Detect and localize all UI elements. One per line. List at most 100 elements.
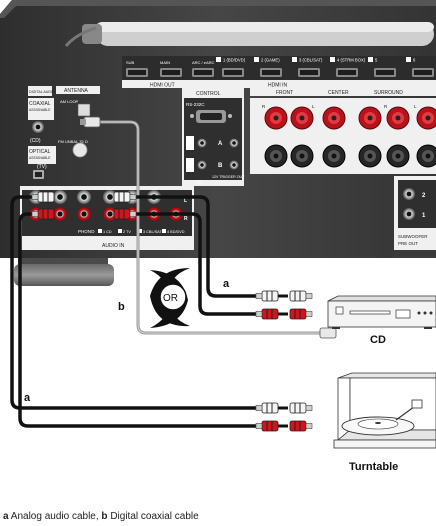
front-label: FRONT (276, 90, 293, 96)
audio-in-port-label: 2 TV (123, 230, 131, 234)
audio-in-jack-l[interactable] (53, 190, 67, 204)
cd-analog-cable-white (130, 195, 262, 298)
turntable: Turntable (333, 372, 436, 473)
fm-unbal-label: FM UNBAL 75 Ω (58, 139, 88, 144)
audio-in-jack-l[interactable] (77, 190, 91, 204)
cd-player: CD (327, 295, 436, 346)
optical-assignable-label: ASSIGNABLE (29, 156, 51, 160)
hdmi-out-arc-label: ARC / eARC (192, 60, 215, 65)
rca-plug (261, 308, 279, 320)
hdmi-section: SUB MAIN ARC / eARC HDMI OUT 1 (BD/DVD) 2… (122, 56, 436, 89)
rca-plug (289, 308, 307, 320)
cable-a-label-turntable: a (24, 392, 31, 404)
ir-jack-out[interactable] (197, 160, 207, 170)
svg-text:L: L (414, 104, 417, 109)
hdmi-in-port-label: 2 (GAME) (261, 58, 280, 63)
coaxial-cd-label: (CD) (30, 138, 41, 144)
digital-audio-section: DIGITAL AUDIO IN COAXIAL ASSIGNABLE (CD)… (28, 86, 60, 179)
hdmi-in-port-label: 1 (BD/DVD) (223, 58, 246, 63)
hdmi-in-port-label: 4 (STRM BOX) (337, 58, 366, 63)
surround-label: SURROUND (374, 90, 403, 96)
hdmi-out-sub-label: SUB (126, 60, 135, 65)
rca-plug (113, 191, 131, 203)
subwoofer-2-label: 2 (422, 193, 426, 199)
ir-jack-in[interactable] (197, 138, 207, 148)
am-loop-terminal[interactable] (77, 103, 91, 117)
hdmi-in-label: HDMI IN (268, 83, 288, 89)
audio-in-jack-r[interactable] (77, 207, 91, 221)
svg-text:R: R (384, 104, 388, 109)
or-badge: OR (150, 268, 190, 328)
trigger-a-jack[interactable] (229, 138, 239, 148)
coaxial-jack[interactable] (32, 121, 44, 133)
cable-b-label: b (118, 301, 125, 313)
cable-a-label-cd: a (223, 278, 230, 290)
rca-plug (289, 402, 307, 414)
audio-l-label: L (184, 198, 187, 204)
hdmi-out-ports: SUB MAIN ARC / eARC HDMI OUT (126, 60, 215, 89)
receiver-back-panel: SUB MAIN ARC / eARC HDMI OUT 1 (BD/DVD) 2… (0, 0, 436, 286)
audio-in-port-label: 4 BD/DVD (167, 230, 185, 234)
coaxial-label: COAXIAL (29, 101, 51, 107)
trigger-b-jack[interactable] (229, 160, 239, 170)
trigger-jacks: A B 12V TRIGGER OUT (212, 138, 245, 179)
subwoofer-section: 2 1 SUBWOOFER PRE OUT (394, 176, 436, 250)
control-label: CONTROL (196, 91, 221, 97)
hdmi-out-main-label: MAIN (160, 60, 170, 65)
optical-tv-label: (TV) (37, 164, 47, 170)
receiver-foot (14, 258, 114, 286)
subwoofer-jack-1[interactable] (403, 208, 415, 220)
optical-label: OPTICAL (29, 149, 51, 155)
caption-a-text: Analog audio cable, (10, 511, 102, 522)
center-label: CENTER (328, 90, 349, 96)
hdmi-out-label: HDMI OUT (150, 83, 175, 89)
audio-in-jack-l[interactable] (103, 190, 117, 204)
svg-text:L: L (312, 104, 315, 109)
hdmi-in-port-label: 6 (413, 58, 416, 63)
audio-in-jack-r[interactable] (53, 207, 67, 221)
audio-r-label: R (184, 216, 188, 222)
ir-jacks: IR (186, 136, 207, 186)
antenna-section: ANTENNA AM LOOP FM UNBAL 75 Ω (56, 86, 100, 158)
turntable-analog-cable-red (18, 212, 262, 428)
subwoofer-label: SUBWOOFER (398, 234, 428, 239)
audio-in-port-label: 3 CBL/SAT (143, 230, 162, 234)
rca-plug (261, 290, 279, 302)
audio-in-label: AUDIO IN (102, 243, 125, 249)
digital-audio-in-label: DIGITAL AUDIO IN (29, 90, 60, 94)
am-loop-label: AM LOOP (60, 99, 79, 104)
cables: a b a (10, 116, 337, 432)
fm-jack[interactable] (72, 142, 88, 158)
subwoofer-1-label: 1 (422, 213, 426, 219)
caption-a-key: a (3, 511, 9, 522)
caption-b-text: Digital coaxial cable (110, 511, 199, 522)
hdmi-in-port-label: 3 (CBL/SAT) (299, 58, 323, 63)
pre-out-label: PRE OUT (398, 241, 418, 246)
coaxial-assignable-label: ASSIGNABLE (29, 108, 51, 112)
phono-label: PHONO (78, 229, 95, 234)
rca-plug (113, 208, 131, 220)
wireless-antenna (64, 22, 434, 47)
hdmi-in-ports: 1 (BD/DVD) 2 (GAME) 3 (CBL/SAT) 4 (STRM BOX… (216, 57, 434, 77)
rca-plug (37, 208, 55, 220)
trigger-a-label: A (218, 141, 223, 147)
trigger-b-label: B (218, 163, 223, 169)
hdmi-in-port-label: 5 (375, 58, 378, 63)
or-label: OR (163, 293, 178, 304)
speaker-terminals-black (264, 144, 436, 168)
trigger-label: 12V TRIGGER OUT (212, 175, 245, 179)
turntable-label: Turntable (349, 461, 398, 473)
caption-b-key: b (101, 511, 108, 522)
audio-in-port-label: 1 CD (103, 230, 112, 234)
audio-in-jack-r[interactable] (103, 207, 117, 221)
cd-label: CD (370, 334, 386, 346)
antenna-label: ANTENNA (64, 88, 89, 94)
rs232c-label: RS-232C (186, 102, 205, 107)
cd-analog-cable-red (130, 212, 262, 316)
rca-plug (37, 191, 55, 203)
figure-caption: a Analog audio cable, b Digital coaxial … (3, 511, 199, 522)
subwoofer-jack-2[interactable] (403, 188, 415, 200)
control-section: CONTROL RS-232C IR A B 12V TRIGGER OUT (182, 88, 245, 186)
